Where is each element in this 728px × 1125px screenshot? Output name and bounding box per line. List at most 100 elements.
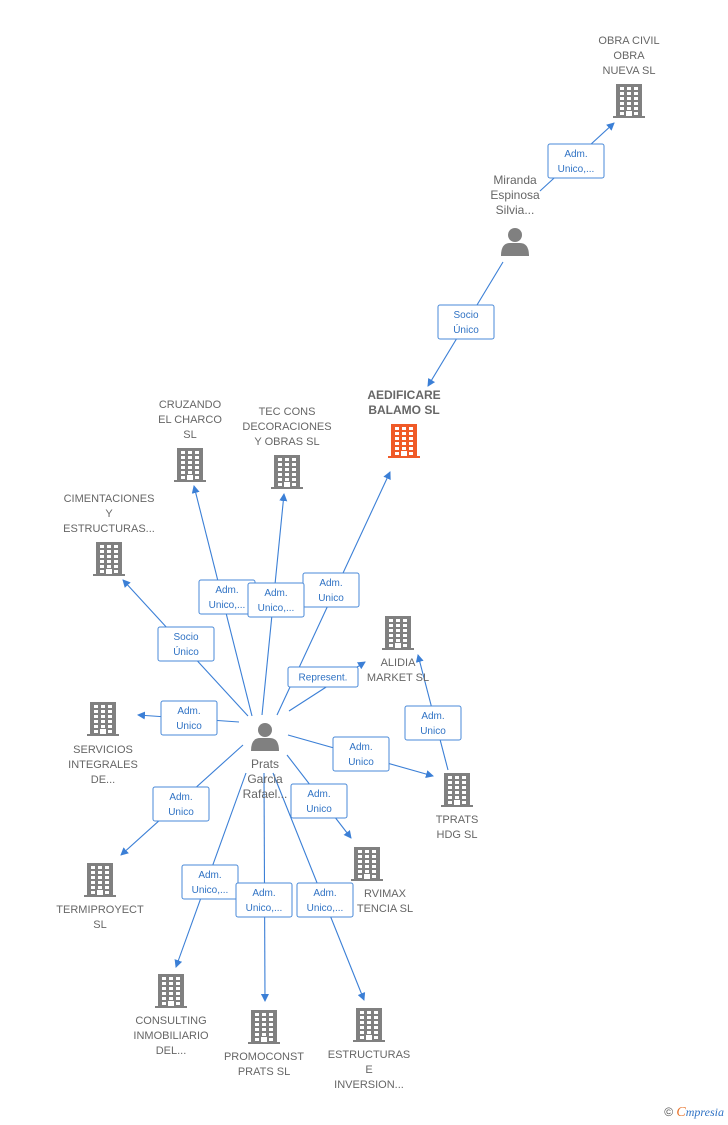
node-label: Espinosa: [490, 188, 540, 202]
edge-label-text: Unico,...: [192, 885, 229, 896]
edge-label-text: Unico,...: [258, 603, 295, 614]
edge-label-text: Adm.: [169, 792, 192, 803]
edge-label-text: Unico,...: [246, 903, 283, 914]
edge-label-text: Socio: [453, 310, 478, 321]
edge-label-prats-to-alidia[interactable]: Represent.: [287, 666, 359, 688]
node-label: Silvia...: [496, 203, 535, 217]
node-label: OBRA: [613, 50, 645, 62]
edge-label-text: Unico,...: [307, 903, 344, 914]
node-label: MARKET SL: [367, 672, 429, 684]
node-label: ESTRUCTURAS: [328, 1049, 411, 1061]
edge-label-text: Adm.: [307, 789, 330, 800]
edge-label-prats-to-tprats[interactable]: Adm. Unico: [332, 736, 390, 772]
node-label: Garcia: [247, 772, 283, 786]
node-label: ESTRUCTURAS...: [63, 523, 155, 535]
building-icon: [155, 974, 187, 1008]
node-label: Y OBRAS SL: [254, 436, 319, 448]
node-label: E: [365, 1064, 372, 1076]
brand-name: mpresia: [685, 1105, 724, 1119]
brand-footer[interactable]: © Cmpresia: [664, 1105, 724, 1121]
edge-label-prats-to-promoconst[interactable]: Adm. Unico,...: [235, 882, 293, 918]
building-icon: [351, 847, 383, 881]
edge-labels-layer: Adm.Unico,...SocioÚnicoAdm.UnicoAdm.Unic…: [152, 143, 605, 918]
node-label: DE...: [91, 774, 115, 786]
node-label: Y: [105, 508, 113, 520]
edge-label-prats-to-servimax[interactable]: Adm. Unico: [290, 783, 348, 819]
node-label: PROMOCONST: [224, 1051, 304, 1063]
building-icon: [87, 702, 119, 736]
node-consulting[interactable]: CONSULTINGINMOBILIARIODEL...: [133, 974, 209, 1057]
edge-label-prats-to-estructuras[interactable]: Adm. Unico,...: [296, 882, 354, 918]
node-label: TEC CONS: [259, 406, 316, 418]
node-label: DEL...: [156, 1045, 187, 1057]
node-servicios[interactable]: SERVICIOS INTEGRALES DE...: [68, 702, 138, 786]
edge-label-prats-to-cruzando[interactable]: Adm. Unico,...: [198, 579, 256, 615]
node-miranda[interactable]: MirandaEspinosaSilvia...: [490, 173, 540, 256]
building-icon: [353, 1008, 385, 1042]
edge-label-prats-to-consulting[interactable]: Adm. Unico,...: [181, 864, 239, 900]
node-label: SERVICIOS: [73, 744, 133, 756]
edge-label-tprats-to-alidia[interactable]: Adm.Unico: [404, 705, 462, 741]
building-icon: [388, 424, 420, 458]
building-icon: [93, 542, 125, 576]
node-cimentaciones[interactable]: CIMENTACIONESYESTRUCTURAS...: [63, 493, 155, 576]
edge-label-text: Adm.: [215, 585, 238, 596]
edge-label-text: Unico: [348, 757, 374, 768]
node-label: DECORACIONES: [242, 421, 331, 433]
node-label: NUEVA SL: [603, 65, 656, 77]
node-label: INTEGRALES: [68, 759, 138, 771]
node-label: AEDIFICARE: [367, 388, 440, 402]
edge-label-text: Unico,...: [558, 164, 595, 175]
edge-label-text: Adm.: [198, 870, 221, 881]
edge-label-text: Adm.: [252, 888, 275, 899]
node-label: ALIDIA: [381, 657, 417, 669]
edge-label-prats-to-termiproyect[interactable]: Adm.Unico: [152, 786, 210, 822]
edge-label-text: Adm.: [319, 578, 342, 589]
edge-label-text: Socio: [173, 632, 198, 643]
edge-label-text: Unico: [306, 804, 332, 815]
node-label: INMOBILIARIO: [133, 1030, 209, 1042]
building-icon: [84, 863, 116, 897]
building-icon: [271, 455, 303, 489]
person-icon: [251, 723, 279, 751]
node-label: BALAMO SL: [368, 403, 439, 417]
edge-label-prats-to-teccons[interactable]: Adm. Unico,...: [247, 582, 305, 618]
node-label: Prats: [251, 757, 279, 771]
node-prats[interactable]: PratsGarciaRafael...: [243, 723, 288, 801]
node-label: SL: [183, 429, 196, 441]
node-label: INVERSION...: [334, 1079, 404, 1091]
edge-label-prats-to-servicios[interactable]: Adm.Unico: [160, 700, 218, 736]
edge-label-text: Adm.: [349, 742, 372, 753]
node-label: SL: [93, 919, 106, 931]
building-icon: [441, 773, 473, 807]
edge-label-text: Adm.: [564, 149, 587, 160]
node-label: RVIMAX: [364, 888, 407, 900]
node-label: CRUZANDO: [159, 399, 222, 411]
edge-label-text: Adm.: [177, 706, 200, 717]
edge-label-text: Unico,...: [209, 600, 246, 611]
edge-label-miranda-to-obra[interactable]: Adm. Unico,...: [547, 143, 605, 179]
edge-label-prats-to-aedificare[interactable]: Adm.Unico: [302, 572, 360, 608]
edge-label-text: Adm.: [313, 888, 336, 899]
building-icon: [613, 84, 645, 118]
edge-label-text: Adm.: [264, 588, 287, 599]
node-teccons[interactable]: TEC CONS DECORACIONES Y OBRAS SL: [242, 406, 332, 489]
building-icon: [248, 1010, 280, 1044]
node-label: HDG SL: [437, 829, 478, 841]
edge-label-text: Único: [173, 645, 199, 658]
node-alidia[interactable]: ALIDIA MARKET SL: [367, 616, 429, 684]
node-estructuras[interactable]: ESTRUCTURAS E INVERSION...: [328, 1008, 411, 1091]
person-icon: [501, 228, 529, 256]
brand-initial: C: [676, 1105, 686, 1120]
